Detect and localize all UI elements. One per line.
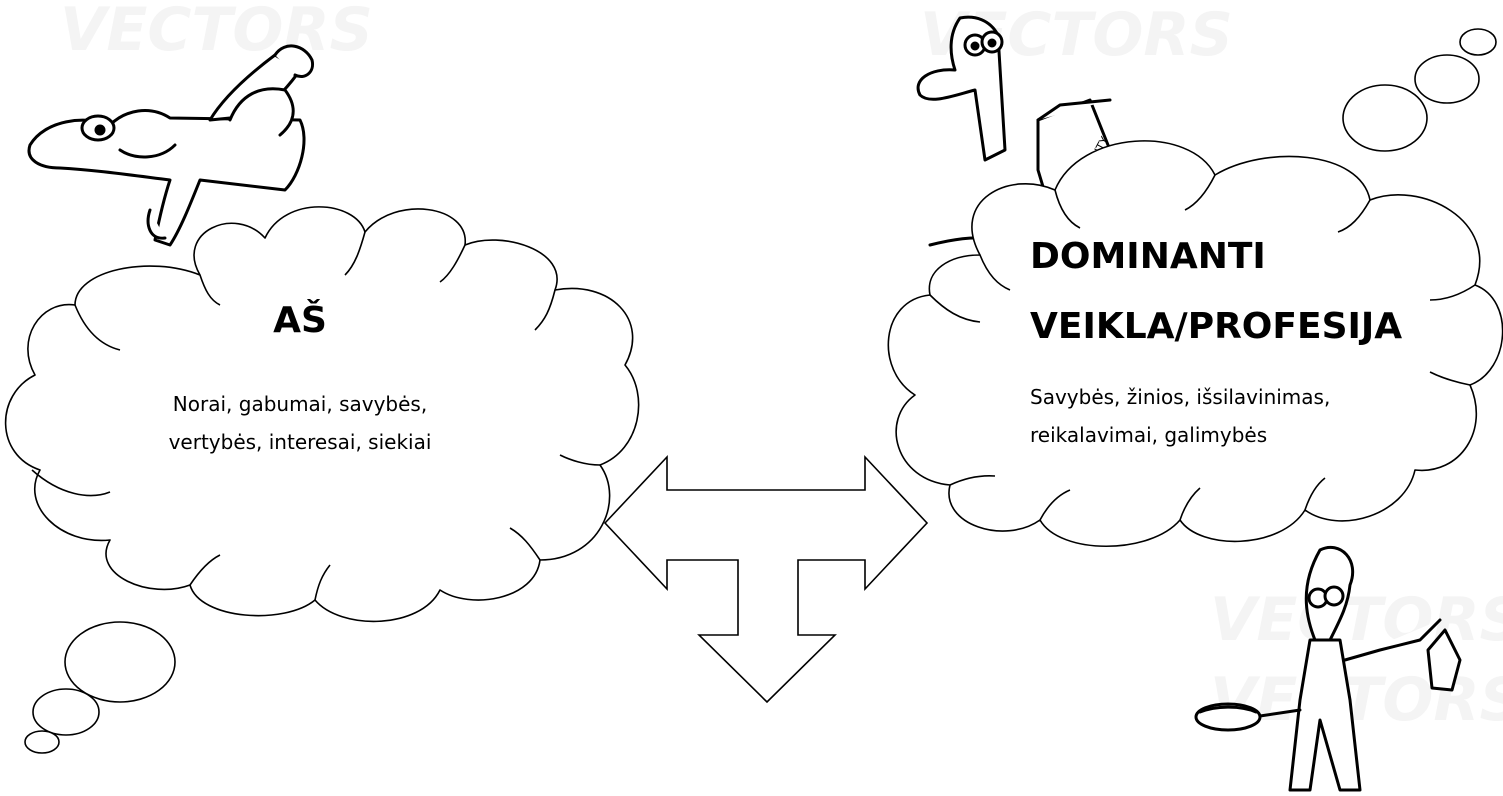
self-thought-bubble-small [24, 730, 60, 754]
self-title: AŠ [273, 300, 327, 341]
profession-thought-bubble-medium [1414, 54, 1480, 104]
profession-title-line-1: DOMINANTI [1030, 236, 1266, 277]
self-thought-bubble-large [64, 621, 176, 703]
profession-description: Savybės, žinios, išsilavinimas, reikalav… [1030, 378, 1330, 454]
self-description: Norai, gabumai, savybės, vertybės, inter… [120, 385, 480, 461]
self-description-line-2: vertybės, interesai, siekiai [168, 430, 432, 454]
cartoon-chef-man-illustration [1194, 546, 1462, 792]
self-thought-bubble-medium [32, 688, 100, 736]
self-description-line-1: Norai, gabumai, savybės, [172, 392, 428, 416]
profession-thought-bubble-large [1342, 84, 1428, 152]
profession-title-line-2: VEIKLA/PROFESIJA [1030, 306, 1403, 347]
watermark-text-left: VECTORS [60, 0, 373, 65]
profession-description-line-2: reikalavimai, galimybės [1030, 423, 1268, 447]
profession-description-line-1: Savybės, žinios, išsilavinimas, [1030, 385, 1331, 409]
three-way-arrow [603, 454, 929, 704]
profession-title: DOMINANTI VEIKLA/PROFESIJA [1030, 222, 1402, 362]
self-thought-cloud [4, 206, 640, 754]
watermark-text-right-bottom: VECTORS [1210, 585, 1503, 655]
profession-thought-cloud [887, 28, 1503, 548]
cartoon-diving-man-illustration [27, 44, 315, 247]
profession-thought-bubble-small [1459, 28, 1497, 56]
